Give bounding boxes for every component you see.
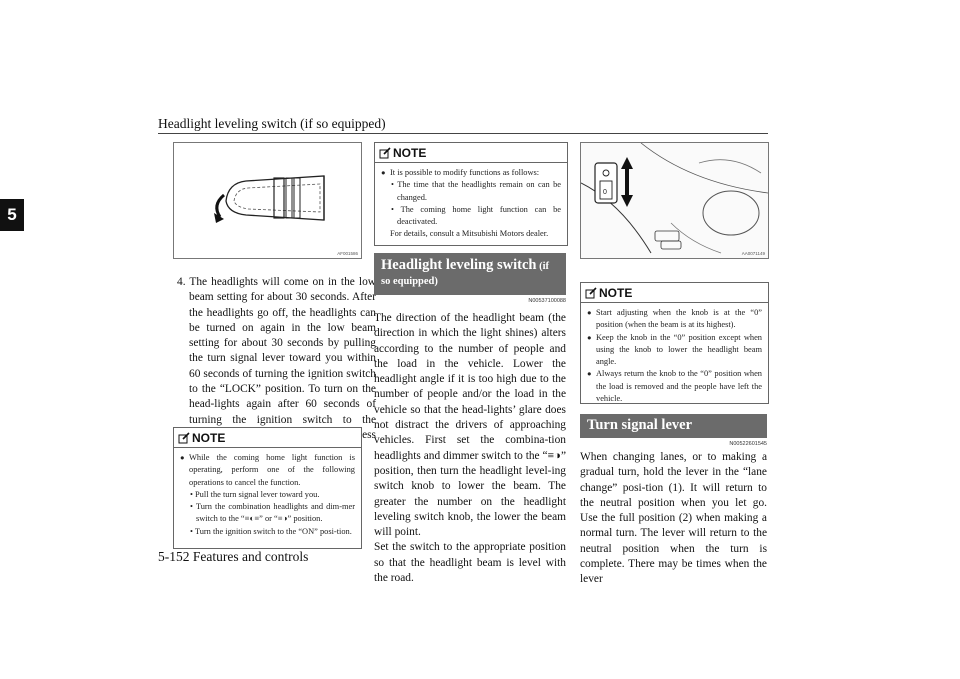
section-heading-headlight-leveling: Headlight leveling switch (if so equippe… [374, 253, 566, 295]
note-content: Start adjusting when the knob is at the … [587, 307, 762, 405]
note-item-ignition: • Turn the ignition switch to the “ON” p… [190, 526, 352, 536]
section-code: N00537100088 [528, 298, 566, 304]
lever-pull-illustration [214, 175, 325, 223]
headlight-symbol-icon: ≡◑ [547, 449, 561, 462]
note-pencil-icon [585, 287, 597, 299]
note-title: NOTE [393, 146, 427, 160]
note-box-coming-home: NOTE While the coming home light functio… [173, 427, 362, 549]
note-box-modify-functions: NOTE It is possible to modify functions … [374, 142, 568, 246]
note-bullet-start-adjusting: Start adjusting when the knob is at the … [587, 307, 762, 332]
header-divider [158, 133, 768, 134]
note-pencil-icon [379, 147, 391, 159]
figure-turn-signal-lever: AF001586 [173, 142, 362, 259]
note-content: It is possible to modify functions as fo… [381, 167, 561, 241]
chapter-tab: 5 [0, 199, 24, 231]
section-title-main: Headlight leveling switch [381, 257, 537, 273]
figure-leveling-switch: 0 AA0071149 [580, 142, 769, 259]
dashboard-switch-illustration: 0 [580, 142, 769, 254]
section-title: Turn signal lever [587, 417, 693, 433]
note-content: While the coming home light function is … [180, 452, 355, 538]
note-bullet-return-knob: Always return the knob to the “0” positi… [587, 368, 762, 405]
turn-signal-paragraph: When changing lanes, or to making a grad… [580, 451, 767, 586]
note-bullet-keep-knob: Keep the knob in the “0” position except… [587, 332, 762, 369]
page-title: Headlight leveling switch (if so equippe… [158, 116, 386, 131]
note-header: NOTE [581, 283, 768, 303]
note-item-switch-position: • Turn the combination headlights and di… [190, 502, 355, 524]
note-header: NOTE [375, 143, 567, 163]
parking-light-symbol-icon: ≡◐≡ [244, 514, 260, 524]
note-header: NOTE [174, 428, 361, 448]
svg-text:0: 0 [603, 189, 607, 196]
note-bullet: It is possible to modify functions as fo… [381, 167, 561, 180]
note-item-time: • The time that the headlights remain on… [391, 180, 561, 202]
note-item-pull-lever: • Pull the turn signal lever toward you. [190, 489, 320, 499]
note-pencil-icon [178, 432, 190, 444]
note-item-deactivate: • The coming home light function can be … [391, 204, 561, 227]
section-title-line2: so equipped) [381, 276, 438, 287]
figure-code: AF001586 [337, 251, 358, 256]
note-bullet: While the coming home light function is … [180, 452, 355, 489]
page-number: 5-152 Features and controls [158, 549, 309, 564]
section-code: N00522601545 [729, 441, 767, 447]
note-title: NOTE [599, 286, 633, 300]
headlight-symbol-icon: ≡◑ [277, 514, 288, 524]
figure-code: AA0071149 [741, 251, 765, 256]
note-trailer: For details, consult a Mitsubishi Motors… [390, 229, 549, 239]
note-box-knob-position: NOTE Start adjusting when the knob is at… [580, 282, 769, 404]
headlight-leveling-paragraph: The direction of the headlight beam (the… [374, 311, 566, 586]
note-title: NOTE [192, 431, 226, 445]
section-title-suffix: (if [536, 261, 550, 272]
section-heading-turn-signal: Turn signal lever [580, 414, 767, 438]
headlight-leveling-paragraph-2: Set the switch to the appropriate positi… [374, 541, 566, 585]
